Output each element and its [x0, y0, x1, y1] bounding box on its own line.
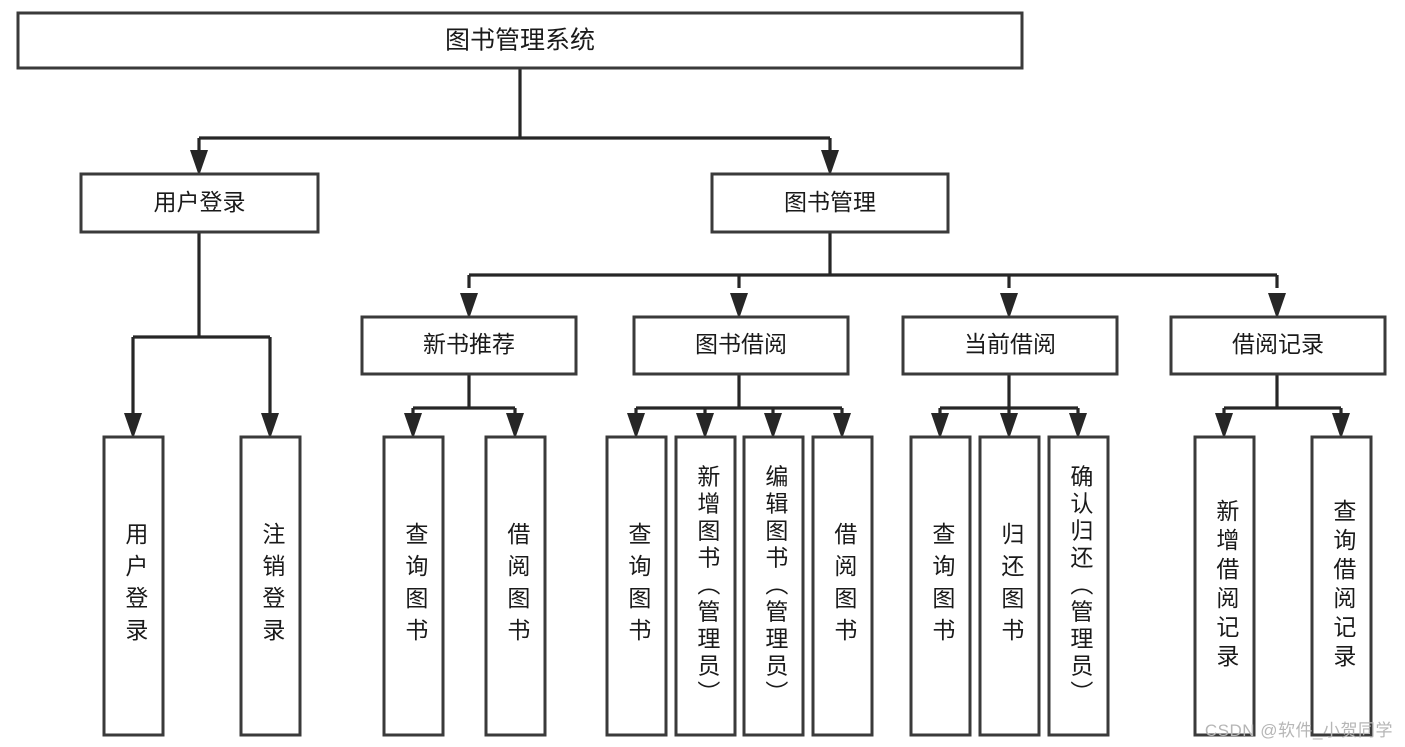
- node-new-book-recommend-box[interactable]: [360, 315, 578, 376]
- node-leaf-return-book[interactable]: 归还图书: [978, 435, 1041, 737]
- node-borrow-record-label: 借阅记录: [1232, 331, 1324, 357]
- arrowhead-borrow-record: [1268, 293, 1286, 319]
- node-leaf-query-book-1-box[interactable]: [382, 435, 445, 737]
- arrowhead-new-book-recommend: [460, 293, 478, 319]
- node-current-borrow-box[interactable]: [901, 315, 1119, 376]
- node-user-login-label: 用户登录: [154, 189, 246, 215]
- node-leaf-query-book-3-label: 查询图书: [929, 522, 956, 650]
- node-book-borrow[interactable]: 图书借阅: [632, 315, 850, 376]
- node-user-login[interactable]: 用户登录: [79, 172, 320, 234]
- arrowhead-leaf-query-book-1: [404, 413, 422, 439]
- node-leaf-query-book-3-box[interactable]: [909, 435, 972, 737]
- node-leaf-query-book-3[interactable]: 查询图书: [909, 435, 972, 737]
- node-leaf-return-book-label: 归还图书: [998, 522, 1025, 650]
- connector-layer: [124, 68, 1350, 439]
- node-leaf-query-book-2[interactable]: 查询图书: [605, 435, 668, 737]
- node-new-book-recommend[interactable]: 新书推荐: [360, 315, 578, 376]
- arrowhead-leaf-confirm-return: [1069, 413, 1087, 439]
- arrowhead-leaf-user-login: [124, 413, 142, 439]
- arrowhead-user-login: [190, 150, 208, 176]
- node-leaf-add-record-label: 新增借阅记录: [1213, 499, 1240, 673]
- node-leaf-borrow-book-1[interactable]: 借阅图书: [484, 435, 547, 737]
- node-new-book-recommend-label: 新书推荐: [423, 331, 515, 357]
- node-current-borrow-label: 当前借阅: [964, 331, 1056, 357]
- arrowhead-leaf-add-record: [1215, 413, 1233, 439]
- node-leaf-user-login[interactable]: 用户登录: [102, 435, 165, 737]
- arrowhead-leaf-query-book-2: [627, 413, 645, 439]
- arrowhead-current-borrow: [1000, 293, 1018, 319]
- node-leaf-return-book-box[interactable]: [978, 435, 1041, 737]
- node-leaf-query-record-box[interactable]: [1310, 435, 1373, 737]
- node-leaf-query-book-2-box[interactable]: [605, 435, 668, 737]
- node-root-box[interactable]: [16, 11, 1024, 70]
- node-leaf-query-book-1[interactable]: 查询图书: [382, 435, 445, 737]
- node-leaf-borrow-book-1-box[interactable]: [484, 435, 547, 737]
- node-leaf-borrow-book-2[interactable]: 借阅图书: [811, 435, 874, 737]
- arrowhead-book-manage: [821, 150, 839, 176]
- node-leaf-add-book[interactable]: 新增图书（管理员）: [674, 435, 737, 737]
- node-leaf-query-record[interactable]: 查询借阅记录: [1310, 435, 1373, 737]
- node-leaf-edit-book-label: 编辑图书（管理员）: [762, 465, 789, 708]
- node-leaf-user-login-box[interactable]: [102, 435, 165, 737]
- node-leaf-borrow-book-2-box[interactable]: [811, 435, 874, 737]
- node-leaf-confirm-return-label: 确认归还（管理员）: [1067, 465, 1094, 708]
- node-leaf-add-book-label: 新增图书（管理员）: [694, 465, 721, 708]
- node-leaf-user-logout[interactable]: 注销登录: [239, 435, 302, 737]
- node-leaf-query-book-1-label: 查询图书: [402, 522, 429, 650]
- arrowhead-book-borrow: [730, 293, 748, 319]
- node-leaf-confirm-return[interactable]: 确认归还（管理员）: [1047, 435, 1110, 737]
- arrowhead-leaf-query-record: [1332, 413, 1350, 439]
- arrowhead-leaf-add-book: [696, 413, 714, 439]
- arrowhead-leaf-query-book-3: [931, 413, 949, 439]
- node-leaf-add-book-box[interactable]: [674, 435, 737, 737]
- node-leaf-confirm-return-box[interactable]: [1047, 435, 1110, 737]
- node-book-manage-label: 图书管理: [784, 189, 876, 215]
- arrowhead-leaf-edit-book: [764, 413, 782, 439]
- node-borrow-record[interactable]: 借阅记录: [1169, 315, 1387, 376]
- node-user-login-box[interactable]: [79, 172, 320, 234]
- node-book-borrow-label: 图书借阅: [695, 331, 787, 357]
- node-leaf-borrow-book-1-label: 借阅图书: [504, 522, 531, 650]
- node-leaf-user-logout-label: 注销登录: [259, 522, 286, 650]
- arrowhead-leaf-user-logout: [261, 413, 279, 439]
- node-book-manage[interactable]: 图书管理: [710, 172, 950, 234]
- node-leaf-add-record-box[interactable]: [1193, 435, 1256, 737]
- node-book-borrow-box[interactable]: [632, 315, 850, 376]
- node-current-borrow[interactable]: 当前借阅: [901, 315, 1119, 376]
- node-leaf-borrow-book-2-label: 借阅图书: [831, 522, 858, 650]
- node-book-manage-box[interactable]: [710, 172, 950, 234]
- arrowhead-leaf-borrow-book-1: [506, 413, 524, 439]
- node-leaf-edit-book-box[interactable]: [742, 435, 805, 737]
- arrowhead-leaf-return-book: [1000, 413, 1018, 439]
- node-root-label: 图书管理系统: [445, 27, 595, 55]
- node-root[interactable]: 图书管理系统: [16, 11, 1024, 70]
- node-leaf-query-record-label: 查询借阅记录: [1330, 499, 1357, 673]
- node-leaf-edit-book[interactable]: 编辑图书（管理员）: [742, 435, 805, 737]
- node-leaf-query-book-2-label: 查询图书: [625, 522, 652, 650]
- node-leaf-add-record[interactable]: 新增借阅记录: [1193, 435, 1256, 737]
- node-borrow-record-box[interactable]: [1169, 315, 1387, 376]
- node-leaf-user-logout-box[interactable]: [239, 435, 302, 737]
- node-leaf-user-login-label: 用户登录: [122, 522, 149, 650]
- arrowhead-leaf-borrow-book-2: [833, 413, 851, 439]
